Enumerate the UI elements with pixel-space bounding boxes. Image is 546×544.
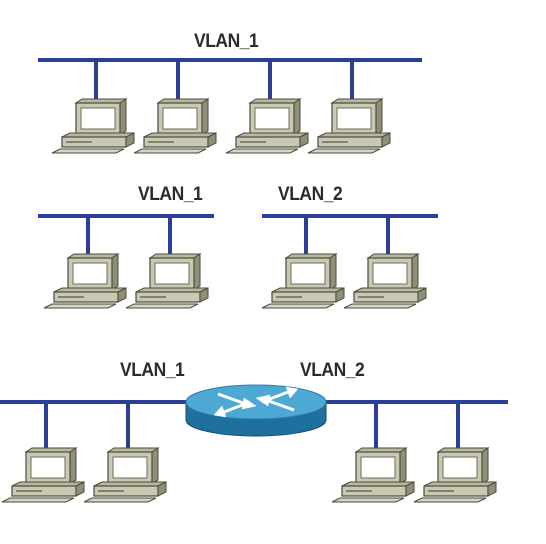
- desktop-computer-icon: [51, 98, 135, 154]
- bottom-right-vlan-label: VLAN_2: [300, 360, 365, 381]
- bottom-network: [0, 384, 508, 503]
- desktop-computer-icon: [43, 253, 127, 309]
- desktop-computer-icon: [133, 98, 217, 154]
- router-icon: [185, 384, 327, 437]
- desktop-computer-icon: [1, 447, 85, 503]
- top-vlan-label: VLAN_1: [194, 31, 259, 52]
- middle-network-right: [261, 214, 438, 309]
- desktop-computer-icon: [225, 98, 309, 154]
- desktop-computer-icon: [261, 253, 345, 309]
- middle-left-vlan-label: VLAN_1: [138, 184, 203, 205]
- middle-network-left: [38, 214, 214, 309]
- desktop-computer-icon: [343, 253, 427, 309]
- desktop-computer-icon: [83, 447, 167, 503]
- desktop-computer-icon: [307, 98, 391, 154]
- bottom-left-vlan-label: VLAN_1: [120, 360, 185, 381]
- desktop-computer-icon: [331, 447, 415, 503]
- middle-right-vlan-label: VLAN_2: [278, 184, 343, 205]
- top-network: [38, 58, 422, 154]
- desktop-computer-icon: [413, 447, 497, 503]
- desktop-computer-icon: [125, 253, 209, 309]
